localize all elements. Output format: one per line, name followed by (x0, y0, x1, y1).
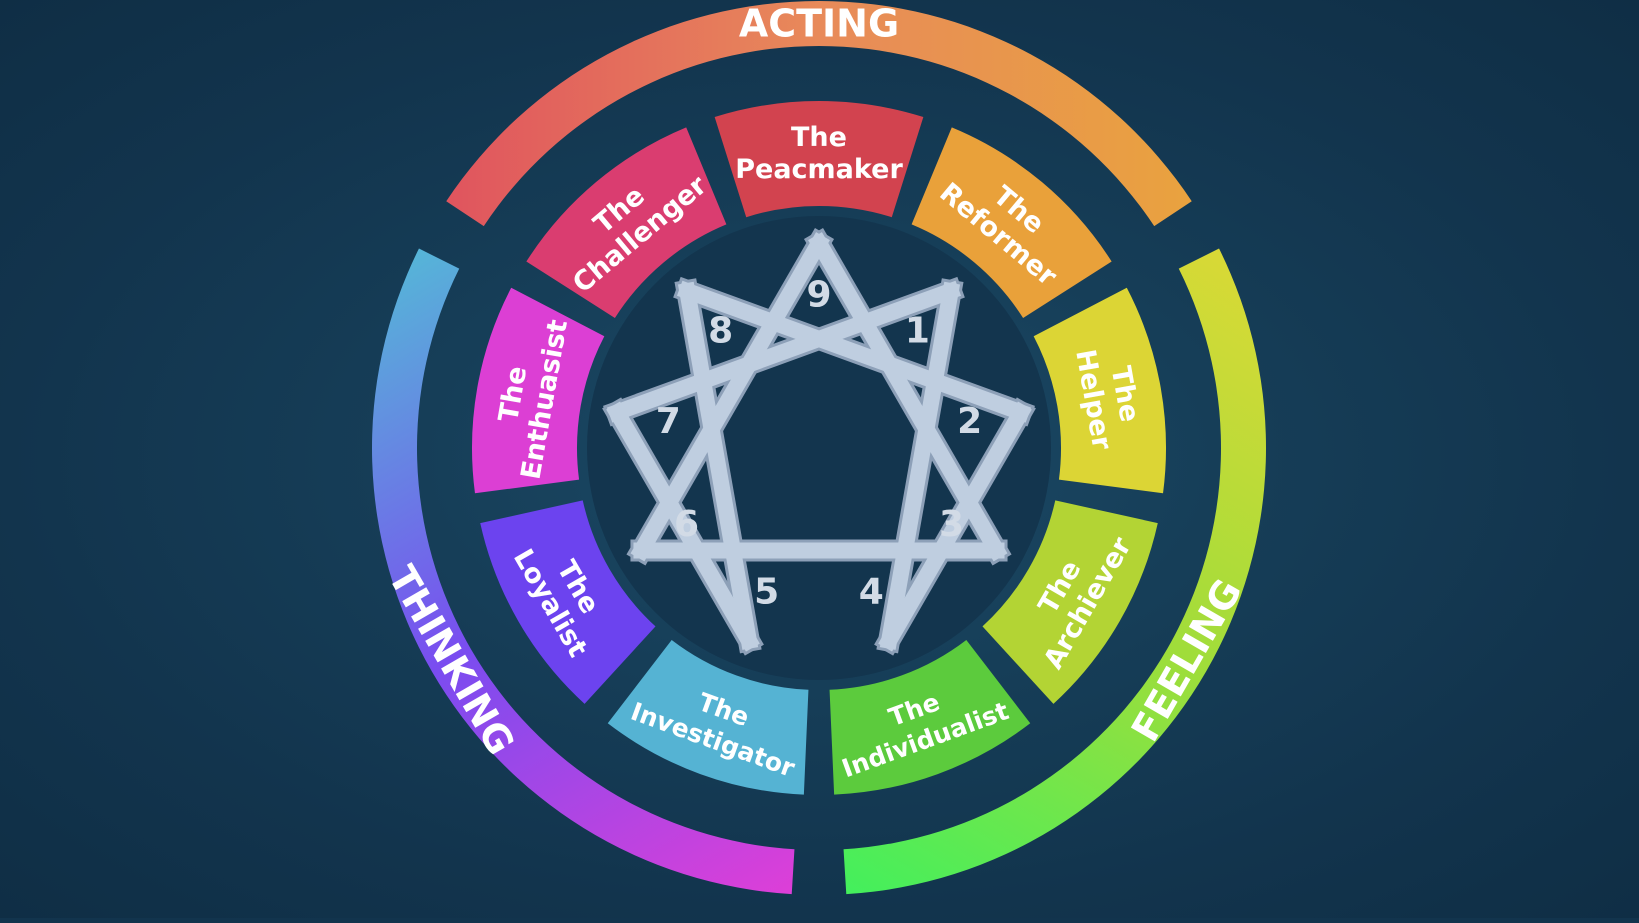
type-number-1: 1 (905, 310, 930, 351)
type-number-2: 2 (957, 401, 982, 442)
type-label-article: The (791, 122, 847, 153)
type-number-6: 6 (674, 504, 699, 545)
star-line-5-7 (606, 401, 760, 652)
group-segment-thinking (372, 248, 795, 895)
type-segment-6 (480, 500, 656, 704)
group-label-thinking: THINKING (380, 558, 523, 762)
type-segment-7 (471, 287, 605, 494)
group-segment-acting (446, 1, 1192, 227)
star-line-4-2 (878, 401, 1032, 652)
type-number-4: 4 (859, 571, 884, 612)
type-number-8: 8 (708, 310, 733, 351)
type-segment-1 (911, 127, 1112, 318)
type-segment-8 (526, 127, 727, 318)
type-number-5: 5 (754, 571, 779, 612)
type-number-9: 9 (806, 275, 831, 316)
type-segment-2 (1033, 287, 1166, 494)
type-segment-9 (714, 101, 924, 218)
group-label-feeling: FEELING (1123, 572, 1251, 749)
star-line-8-5 (677, 281, 759, 650)
type-numbers: 9 1 2 3 4 5 6 7 8 (656, 275, 982, 613)
type-number-3: 3 (939, 504, 964, 545)
group-label-acting: ACTING (739, 2, 899, 46)
star-line-1-4 (879, 281, 961, 650)
star-line-2-8 (676, 280, 1032, 423)
type-number-7: 7 (656, 401, 681, 442)
group-segment-feeling (843, 248, 1266, 895)
type-segment-3 (982, 500, 1158, 704)
enneagram-star (602, 227, 1036, 656)
type-label-name: Peacmaker (735, 154, 903, 185)
type-segment-4 (829, 639, 1031, 795)
star-line-7-1 (606, 280, 962, 423)
type-segment-5 (607, 639, 809, 795)
